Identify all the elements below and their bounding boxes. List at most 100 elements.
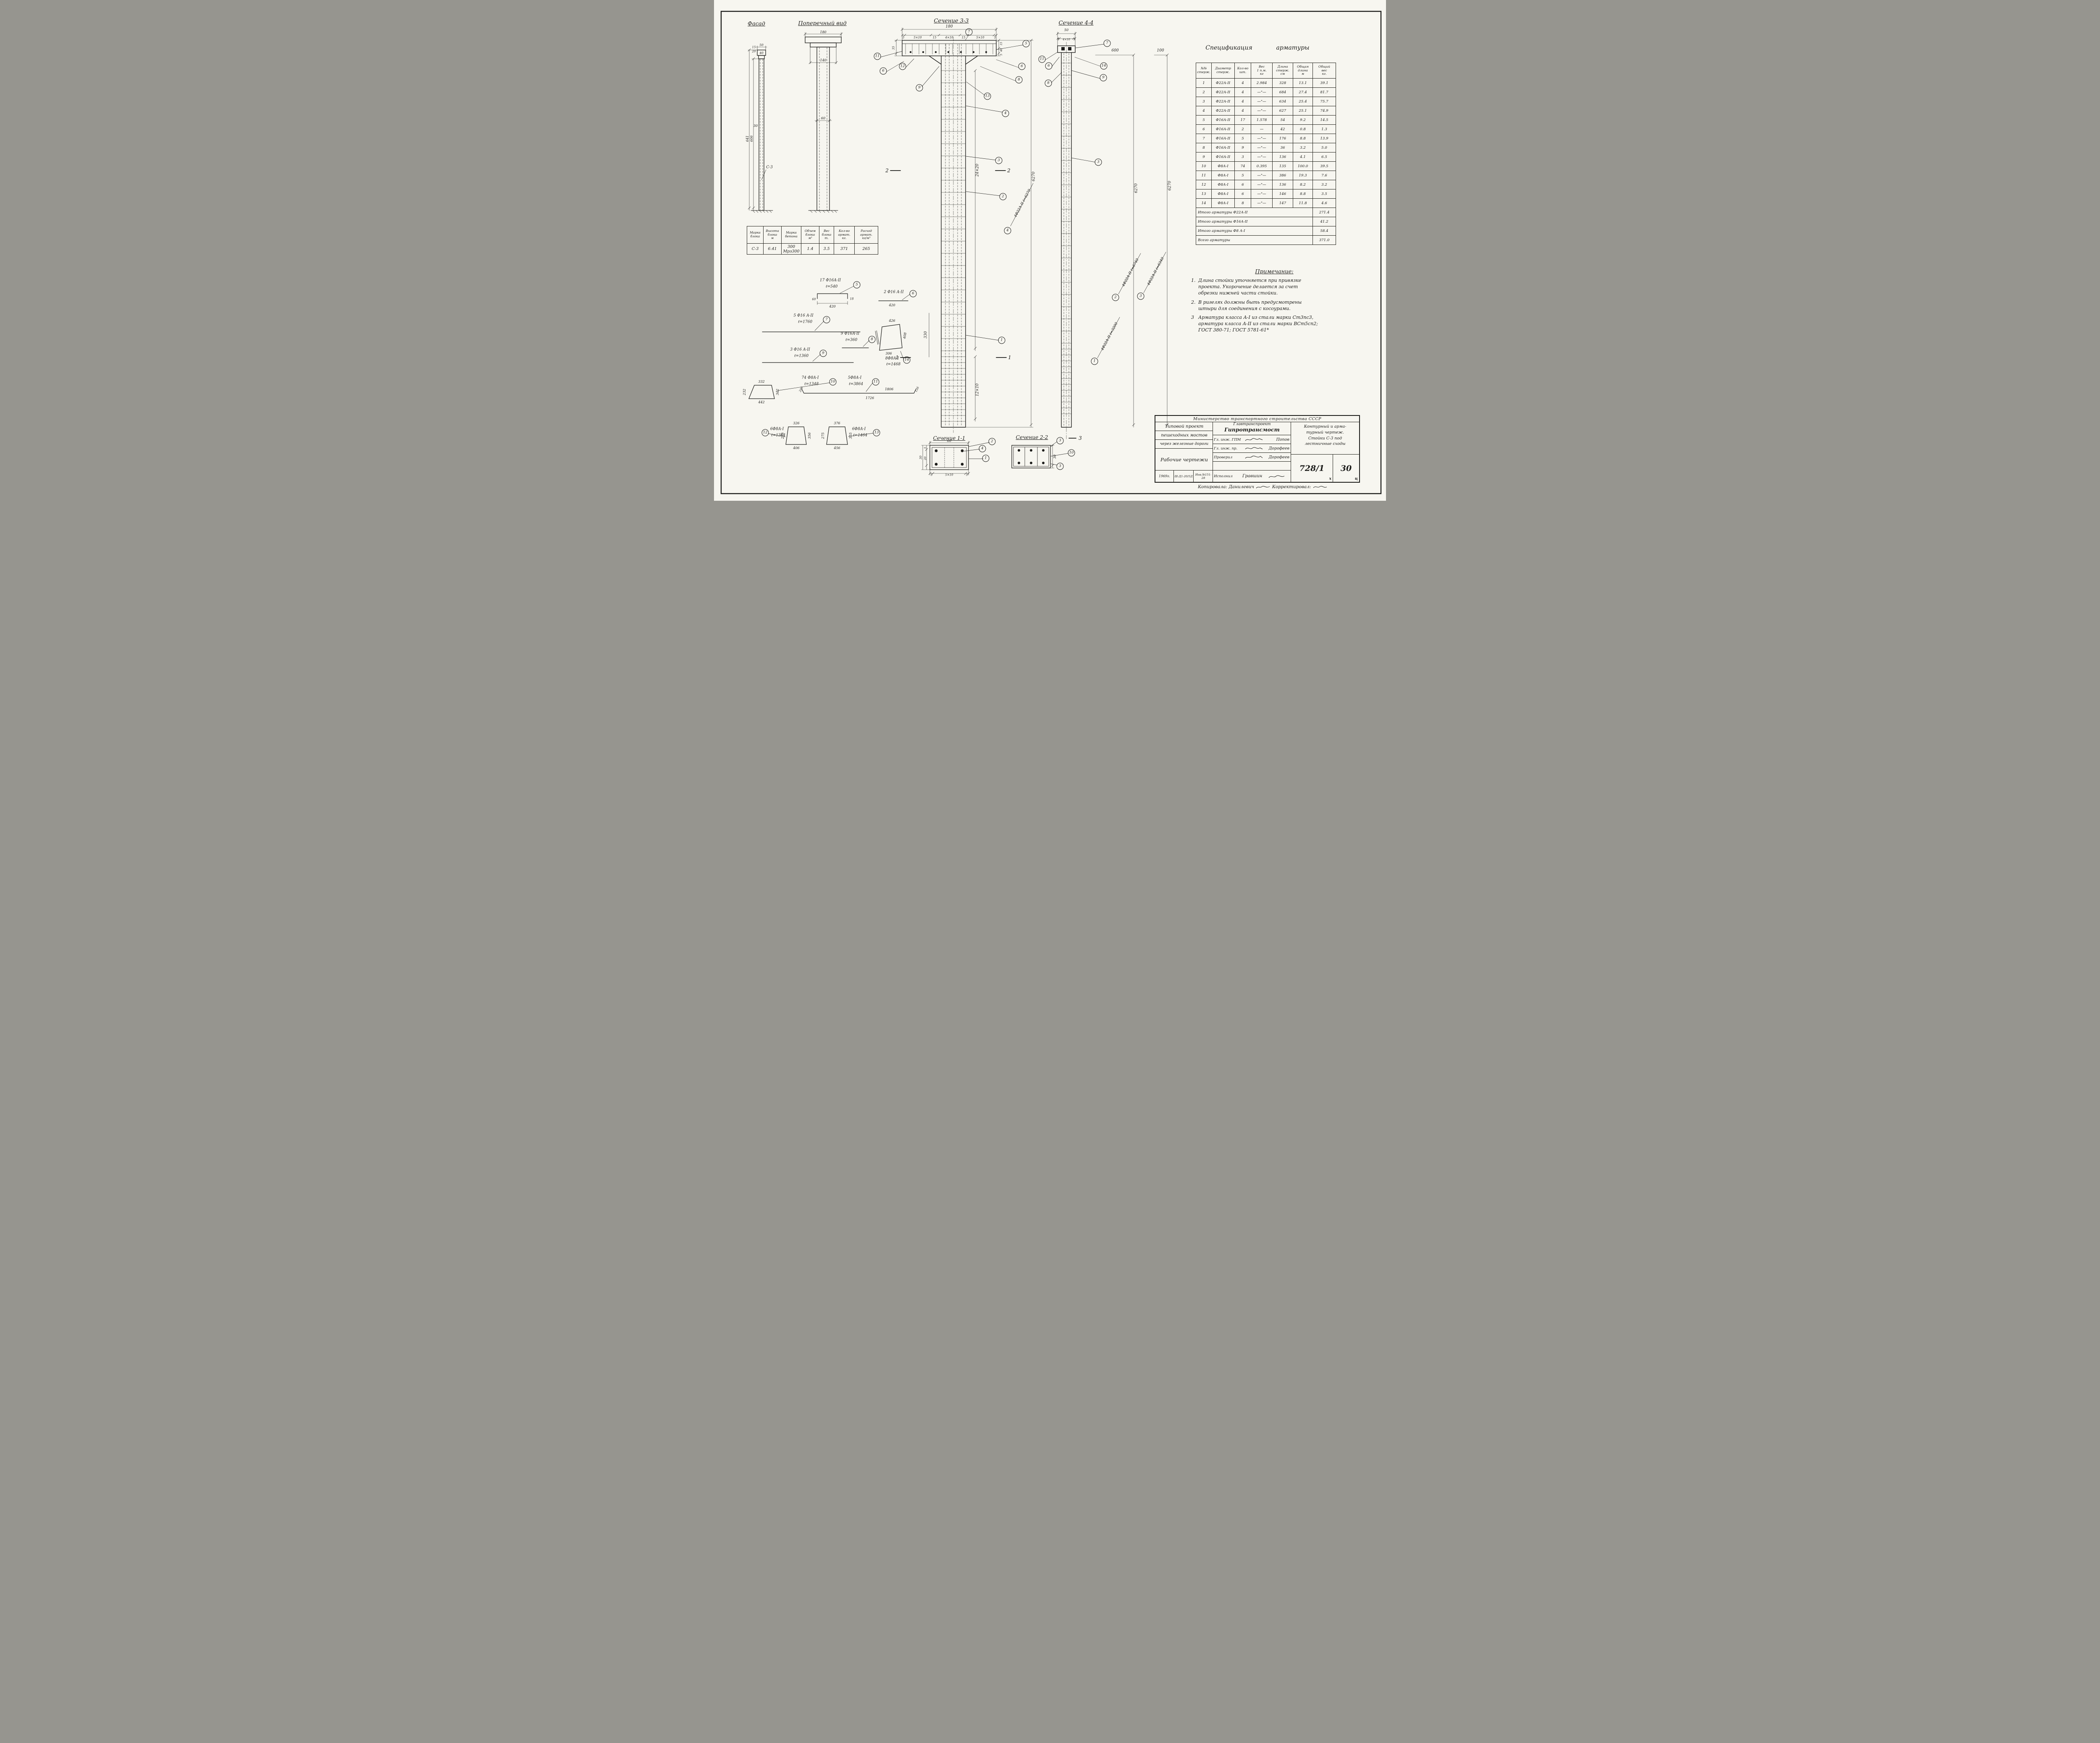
dim-label: 2 Ф16 А-II [884, 290, 904, 294]
spec-cell: 7.6 [1312, 171, 1336, 180]
dim-label: 5×10 [976, 36, 984, 39]
spec-total-label: Итого арматуры Ф8 А-I [1196, 226, 1313, 236]
dim-label: 606 [750, 135, 753, 142]
sheet-title-line: Стойки С-3 под [1308, 436, 1342, 441]
spec-cell: 5 [1196, 115, 1212, 125]
project-line: Типовой проект [1155, 422, 1213, 431]
spec-cell: 13.1 [1293, 78, 1313, 88]
spec-cell: Ф16А-II [1211, 152, 1235, 162]
callout-3: 3 [1137, 292, 1144, 300]
dim-label: 330 [924, 331, 928, 339]
spec-cell: 5 [1234, 171, 1251, 180]
spec-cell: 3.5 [1312, 189, 1336, 199]
dim-label: ℓ=1464 [853, 433, 868, 438]
dim-label: 3 [1079, 435, 1082, 441]
callout-4: 4 [1004, 227, 1011, 234]
dim-label: 18 [850, 297, 854, 301]
callout-8: 8 [1045, 79, 1052, 87]
spec-cell: 684 [1272, 87, 1293, 97]
spec-cell: 13 [1196, 189, 1212, 199]
signature-icon [1245, 438, 1263, 441]
dim-label: ℓ=1364 [771, 433, 786, 438]
spec-cell: 17 [1234, 115, 1251, 125]
dim-label: 6270 [1168, 181, 1172, 191]
callout-4: 4 [1002, 110, 1009, 117]
dim-label: 426 [889, 319, 895, 323]
spec-total-label: Итого арматуры Ф16А-II [1196, 217, 1313, 226]
spec-cell: —"— [1251, 134, 1273, 143]
dim-label: 8Ф8А-I [885, 356, 899, 361]
callout-9: 9 [819, 350, 827, 357]
note-number: 1. [1191, 278, 1196, 283]
callout-13: 13 [873, 429, 880, 436]
role-name: Попов [1276, 437, 1289, 442]
callout-8: 8 [1015, 76, 1023, 84]
dim-label: 355 [849, 432, 853, 439]
spec-cell: —"— [1251, 87, 1273, 97]
signature-icon [1245, 447, 1263, 450]
spec-cell: —"— [1251, 198, 1273, 208]
year-cell: 1969г. [1155, 471, 1174, 482]
org-header: Главтранспроект Гипротрансмост [1213, 422, 1291, 435]
empty-row [1213, 462, 1291, 471]
spec-cell: —"— [1251, 152, 1273, 162]
block-col-header: Вес блока т. [819, 226, 834, 244]
spec-total-value: 271.4 [1312, 208, 1336, 217]
dim-label: 342 [776, 389, 780, 395]
note-text: Арматура класса А-I из стали марки Ст3пс… [1198, 314, 1318, 333]
block-col-header: Высота блока м [763, 226, 782, 244]
spec-cell: 4.1 [1293, 152, 1313, 162]
block-header-row: Марка блока Высота блока м Марка бетона … [747, 226, 878, 244]
dim-label: 420 [889, 303, 895, 307]
dim-label: 40 [999, 48, 1003, 52]
spec-col-header: Длина стерж. см [1272, 63, 1293, 79]
callout-5: 5 [1022, 40, 1030, 47]
spec-cell: 3.2 [1293, 143, 1313, 152]
dim-label: 1 [1008, 355, 1011, 360]
dim-label: 20 [923, 456, 927, 460]
spec-cell: —"— [1251, 171, 1273, 180]
spec-col-header: Кол-во шт. [1234, 63, 1251, 79]
corrected-by: Корректировал: [1272, 484, 1311, 489]
doc-type: Рабочие чертежи [1155, 449, 1213, 471]
dim-label: 50 [1064, 28, 1069, 32]
spec-cell: 81.7 [1312, 87, 1336, 97]
dim-label: 35 [892, 46, 895, 50]
spec-cell: 4 [1234, 106, 1251, 116]
spec-cell: 100.0 [1293, 161, 1313, 171]
spec-cell: 146 [1272, 189, 1293, 199]
cross-view-drawing [803, 32, 843, 213]
facade-drawing [748, 45, 773, 213]
spec-cell: 10 [1196, 161, 1212, 171]
spec-cell: 1 [1196, 78, 1212, 88]
dim-label: 15 [961, 36, 966, 39]
callout-5: 5 [853, 281, 861, 289]
drawing-linework [720, 11, 1382, 494]
dim-label: 24×20 [975, 163, 980, 177]
callout-7: 7 [823, 316, 830, 323]
dim-label: 2 [1007, 168, 1011, 174]
callout-3: 3 [995, 157, 1003, 164]
block-cell: 300 Мрз300 [781, 243, 801, 255]
dim-label: 275 [781, 432, 785, 439]
spec-cell: 3 [1234, 152, 1251, 162]
note-number: 2. [1191, 299, 1196, 305]
dim-label: 5 [999, 53, 1003, 56]
spec-cell: 25.4 [1293, 97, 1313, 106]
dim-label: ℓ=1348 [804, 382, 819, 386]
rebar-detail-shapes [748, 286, 916, 445]
callout-1: 1 [1091, 358, 1098, 365]
dim-label: 6270 [1032, 171, 1036, 181]
org-name-2: Гипротрансмост [1224, 426, 1280, 433]
spec-title-word-2: арматуры [1276, 45, 1310, 51]
signature-icon [1245, 455, 1263, 459]
spec-total-value: 371.0 [1312, 235, 1336, 245]
role-row: Гл. инж. ГПМ Попов [1213, 435, 1291, 444]
dim-label: 5 [930, 473, 933, 477]
spec-total-label: Итого арматуры Ф22А-II [1196, 208, 1313, 217]
spec-cell: Ф8А-I [1211, 161, 1235, 171]
section-2-2-drawing [1011, 441, 1069, 468]
